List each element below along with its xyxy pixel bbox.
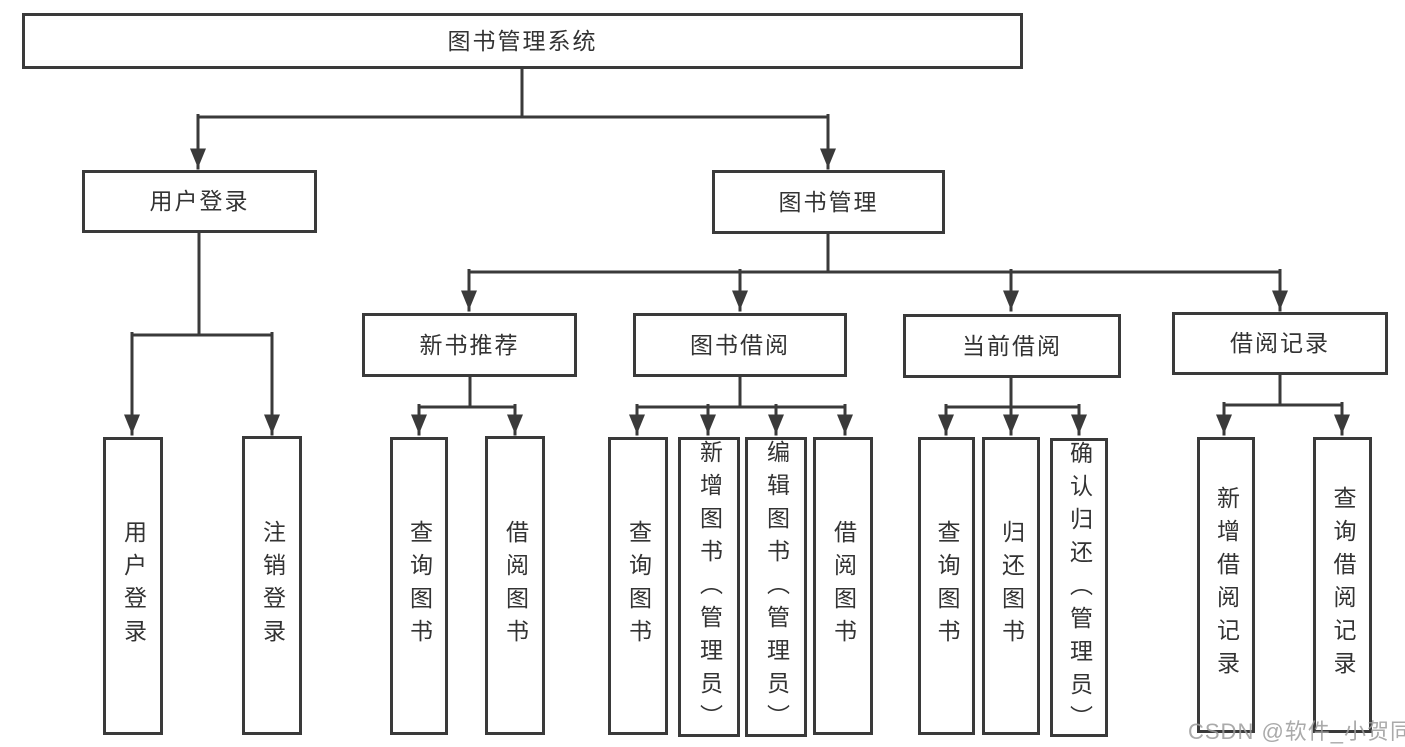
node-current-confirm-return-admin-label: 确认归还（管理员） xyxy=(1066,441,1093,738)
node-recommend-borrow-books: 借阅图书 xyxy=(485,436,545,735)
node-records-add-record: 新增借阅记录 xyxy=(1197,437,1255,733)
node-borrow-borrow-books-label: 借阅图书 xyxy=(830,520,857,652)
node-borrowing-records: 借阅记录 xyxy=(1172,312,1388,375)
node-records-query-record-label: 查询借阅记录 xyxy=(1330,486,1356,684)
node-current-return-books-label: 归还图书 xyxy=(998,520,1025,652)
connector-root xyxy=(190,65,836,170)
node-book-borrowing: 图书借阅 xyxy=(633,313,847,377)
connector-borrowing-records xyxy=(1216,371,1350,436)
node-recommend-query-books: 查询图书 xyxy=(390,437,448,735)
node-current-confirm-return-admin: 确认归还（管理员） xyxy=(1050,438,1108,738)
node-current-return-books: 归还图书 xyxy=(982,437,1040,735)
node-login-label: 用户登录 xyxy=(120,520,147,652)
node-borrow-edit-books-admin: 编辑图书（管理员） xyxy=(745,437,807,737)
connector-user-login xyxy=(124,229,280,436)
node-borrow-query-books: 查询图书 xyxy=(608,437,668,735)
node-recommend-borrow-books-label: 借阅图书 xyxy=(502,519,529,652)
node-root: 图书管理系统 xyxy=(22,13,1023,69)
node-borrow-add-books-admin: 新增图书（管理员） xyxy=(678,437,740,737)
node-new-book-recommend-label: 新书推荐 xyxy=(419,331,520,358)
node-book-management: 图书管理 xyxy=(712,170,945,234)
node-logout-label: 注销登录 xyxy=(259,519,286,652)
node-current-query-books-label: 查询图书 xyxy=(934,520,960,652)
node-borrow-edit-books-admin-label: 编辑图书（管理员） xyxy=(763,440,790,737)
connector-new-book-recommend xyxy=(411,373,523,436)
node-book-borrowing-label: 图书借阅 xyxy=(690,331,790,358)
node-user-login: 用户登录 xyxy=(82,170,317,233)
node-current-query-books: 查询图书 xyxy=(918,437,975,735)
node-records-query-record: 查询借阅记录 xyxy=(1313,437,1372,733)
node-logout: 注销登录 xyxy=(242,436,302,735)
node-borrow-add-books-admin-label: 新增图书（管理员） xyxy=(696,440,723,737)
node-user-login-label: 用户登录 xyxy=(149,188,250,214)
node-borrow-borrow-books: 借阅图书 xyxy=(813,437,873,735)
node-new-book-recommend: 新书推荐 xyxy=(362,313,577,377)
node-current-borrowing-label: 当前借阅 xyxy=(962,332,1062,359)
node-login: 用户登录 xyxy=(103,437,163,735)
node-root-label: 图书管理系统 xyxy=(447,27,598,54)
node-current-borrowing: 当前借阅 xyxy=(903,314,1121,378)
csdn-watermark: CSDN @软件_小贺同学 xyxy=(1188,719,1405,744)
connector-book-borrowing xyxy=(629,373,853,436)
connector-current-borrowing xyxy=(938,374,1087,436)
connector-book-management xyxy=(461,230,1288,312)
node-borrow-query-books-label: 查询图书 xyxy=(625,520,652,652)
node-records-add-record-label: 新增借阅记录 xyxy=(1213,486,1240,684)
node-recommend-query-books-label: 查询图书 xyxy=(406,520,433,652)
node-book-management-label: 图书管理 xyxy=(778,188,879,215)
node-borrowing-records-label: 借阅记录 xyxy=(1230,330,1330,356)
